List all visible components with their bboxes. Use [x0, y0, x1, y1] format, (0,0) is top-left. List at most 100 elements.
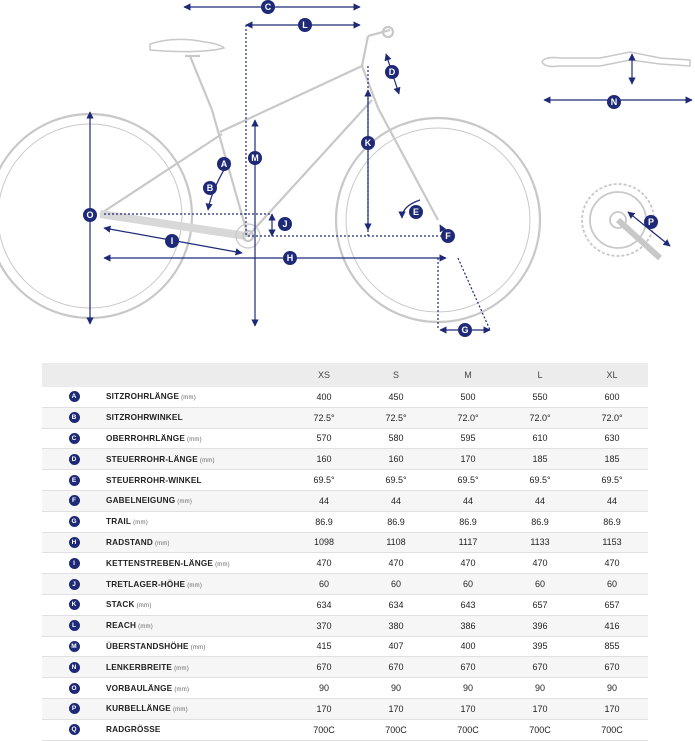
measurement-name: OBERROHRLÄNGE	[106, 433, 186, 443]
letter-badge: A	[68, 391, 80, 403]
letter-badge-cell: P	[42, 698, 106, 720]
dimension-lines	[86, 3, 491, 334]
dimension-label-badge	[409, 205, 423, 219]
letter-badge: K	[68, 599, 80, 611]
measurement-name-cell: ÜBERSTANDSHÖHE(mm)	[106, 636, 288, 658]
dimension-label-badge	[203, 181, 217, 195]
dimension-label-badge	[261, 0, 275, 14]
letter-badge: O	[68, 682, 80, 694]
value-cell: 185	[504, 448, 576, 471]
measurement-name: VORBAULÄNGE	[106, 683, 173, 693]
value-cell: 634	[360, 594, 432, 616]
value-cell: 44	[288, 490, 360, 512]
measurement-name-cell: SITZROHRWINKEL	[106, 407, 288, 429]
letter-badge: Q	[68, 724, 80, 736]
dimension-label-badge	[283, 251, 297, 265]
value-cell: 580	[360, 428, 432, 450]
dimension-label: K	[365, 138, 372, 148]
value-cell: 395	[504, 636, 576, 658]
measurement-name: ÜBERSTANDSHÖHE	[106, 641, 189, 651]
dimension-label: L	[302, 20, 308, 30]
dimension-label: P	[648, 217, 654, 227]
value-cell: 160	[360, 448, 432, 471]
header-size: L	[504, 363, 576, 387]
dimension-label: H	[287, 253, 294, 263]
value-cell: 407	[360, 636, 432, 658]
measurement-unit: (mm)	[187, 582, 203, 589]
dimension-label-badge	[361, 136, 375, 150]
measurement-unit: (mm)	[199, 457, 215, 464]
dimension-label: G	[461, 325, 468, 335]
letter-badge: G	[68, 516, 80, 528]
value-cell: 1108	[360, 532, 432, 554]
dimension-label-badge	[298, 18, 312, 32]
measurement-unit: (mm)	[174, 665, 189, 672]
letter-badge-cell: L	[42, 615, 106, 637]
measurement-name-cell: RADSTAND(mm)	[106, 532, 288, 554]
measurement-name-cell: STEUERROHR-WINKEL	[106, 469, 288, 491]
value-cell: 470	[360, 552, 432, 575]
measurement-unit: (mm)	[172, 707, 188, 714]
letter-badge: D	[68, 453, 80, 465]
value-cell: 610	[504, 428, 576, 450]
value-cell: 400	[288, 387, 360, 408]
dimension-label-badge	[607, 95, 621, 109]
letter-badge-cell: N	[42, 656, 106, 679]
letter-badge-cell: M	[42, 636, 106, 658]
value-cell: 72.0°	[432, 407, 504, 429]
measurement-name: RADGRÖSSE	[106, 725, 161, 735]
value-cell: 69.5°	[504, 469, 576, 491]
letter-badge: F	[68, 495, 80, 507]
value-cell: 170	[576, 698, 648, 720]
value-cell: 470	[288, 552, 360, 575]
measurement-name: STACK	[106, 600, 135, 610]
value-cell: 1098	[288, 532, 360, 554]
header-size: XS	[288, 363, 360, 387]
measurement-name-cell: OBERROHRLÄNGE(mm)	[106, 428, 288, 450]
value-cell: 60	[576, 573, 648, 595]
measurement-unit: (mm)	[174, 686, 190, 693]
dimension-label-badge	[644, 215, 658, 229]
letter-badge: H	[68, 537, 80, 549]
dimension-label: I	[171, 236, 174, 246]
dimension-label: M	[251, 153, 259, 163]
value-cell: 170	[288, 698, 360, 720]
dimension-label: N	[611, 97, 618, 107]
value-cell: 86.9	[432, 511, 504, 533]
measurement-name: SITZROHRWINKEL	[106, 413, 183, 423]
measurement-unit: (mm)	[181, 395, 196, 402]
value-cell: 44	[504, 490, 576, 512]
dimension-label-badge	[165, 234, 179, 248]
header-size: S	[360, 363, 432, 387]
letter-badge: C	[68, 433, 80, 445]
value-cell: 396	[504, 615, 576, 637]
value-cell: 470	[504, 552, 576, 575]
value-cell: 595	[432, 428, 504, 450]
measurement-name: GABELNEIGUNG	[106, 496, 176, 506]
value-cell: 386	[432, 615, 504, 637]
value-cell: 72.5°	[288, 407, 360, 429]
handlebar-view	[541, 51, 693, 104]
value-cell: 700C	[288, 719, 360, 741]
value-cell: 550	[504, 387, 576, 408]
value-cell: 170	[504, 698, 576, 720]
letter-badge: L	[68, 620, 80, 632]
header-size: M	[432, 363, 504, 387]
value-cell: 450	[360, 387, 432, 408]
value-cell: 44	[360, 490, 432, 512]
measurement-unit: (mm)	[136, 603, 152, 610]
value-cell: 670	[504, 656, 576, 679]
letter-badge-cell: Q	[42, 719, 106, 741]
measurement-name: REACH	[106, 621, 137, 631]
dimension-label: A	[221, 159, 228, 169]
